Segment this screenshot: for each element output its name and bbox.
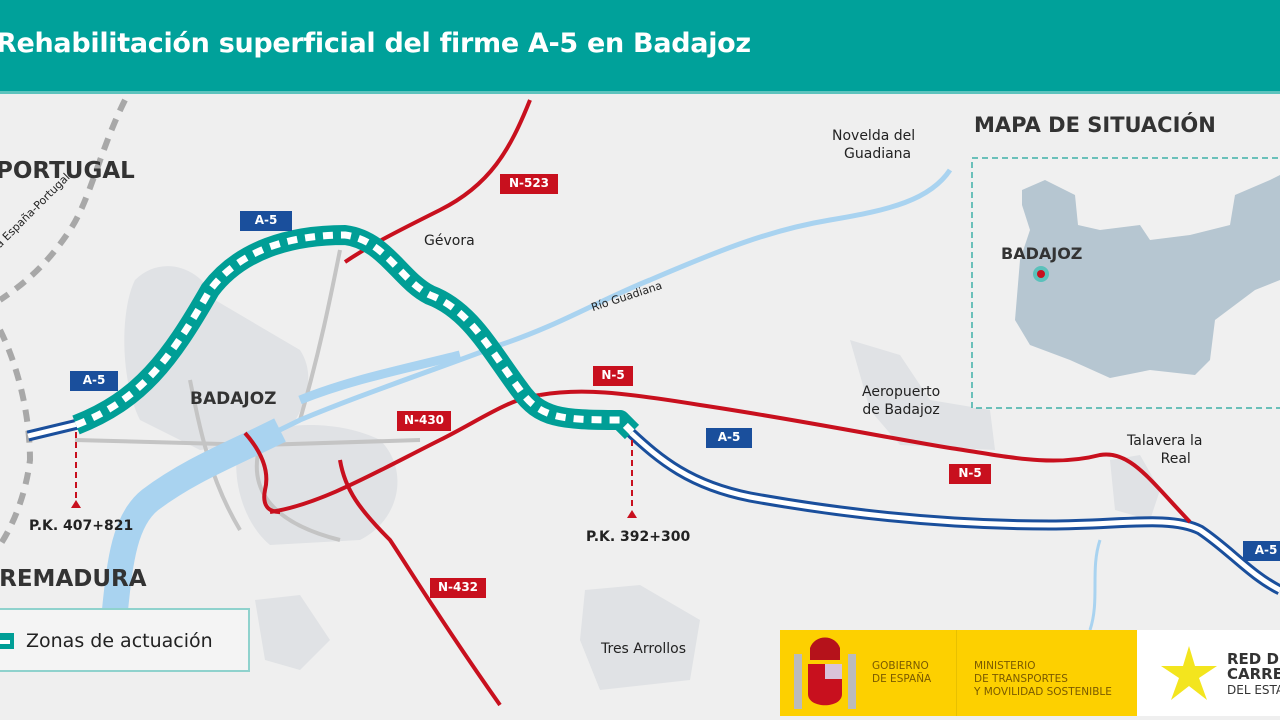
divider	[956, 630, 957, 716]
road-shield-n523: N-523	[500, 174, 558, 194]
urban-areas	[124, 266, 1160, 690]
road-shield-n5: N-5	[593, 366, 633, 386]
zone-swatch-icon	[0, 633, 14, 649]
place-label-aeropuerto: Aeropuerto de Badajoz	[862, 383, 940, 419]
coat-of-arms-icon	[794, 637, 856, 709]
road-shield-a5: A-5	[240, 211, 292, 231]
logo-line: CARRETERAS	[1227, 665, 1280, 683]
inset-marker-label: BADAJOZ	[1001, 244, 1083, 263]
place-label-tres-arrollos: Tres Arrollos	[601, 641, 687, 657]
place-label-talavera: Talavera la Real	[1127, 432, 1202, 468]
page-title: Rehabilitación superficial del firme A-5…	[0, 28, 751, 59]
logo-line: Y MOVILIDAD SOSTENIBLE	[974, 686, 1112, 698]
border-line	[0, 98, 128, 547]
city-label-badajoz: BADAJOZ	[190, 389, 277, 409]
place-label-line: Real	[1160, 451, 1191, 467]
place-label-line: Guadiana	[844, 146, 912, 162]
logo-line: GOBIERNO	[872, 660, 929, 672]
logo-line: DE ESPAÑA	[872, 673, 932, 685]
road-shield-n432: N-432	[430, 578, 486, 598]
pk-start-label: P.K. 407+821	[29, 518, 134, 534]
place-label-line: Novelda del	[832, 128, 916, 144]
road-shield-n430: N-430	[397, 411, 451, 431]
map-canvas	[0, 98, 1280, 707]
pk-end-label: P.K. 392+300	[586, 529, 691, 545]
red-text: RED DECARRETERASDEL ESTADO	[1227, 652, 1280, 698]
inset-title: MAPA DE SITUACIÓN	[974, 113, 1216, 137]
motorway-a5	[26, 418, 1280, 595]
logo-line: DE TRANSPORTES	[974, 673, 1068, 685]
header-bar: Rehabilitación superficial del firme A-5…	[0, 0, 1280, 94]
country-label-portugal: PORTUGAL	[0, 158, 135, 184]
inset-map	[971, 157, 1280, 409]
star-logo-icon	[1161, 646, 1217, 700]
place-label-line: de Badajoz	[862, 402, 940, 418]
road-shield-a5: A-5	[70, 371, 118, 391]
logo-line: DEL ESTADO	[1227, 683, 1280, 697]
road-shield-a5: A-5	[706, 428, 752, 448]
road-shield-n5: N-5	[949, 464, 991, 484]
place-label-line: Talavera la	[1127, 433, 1203, 449]
logo-line: RED DE	[1227, 650, 1280, 668]
place-label-line: Aeropuerto	[862, 384, 941, 400]
place-label-gevora: Gévora	[424, 233, 475, 249]
pk-markers	[71, 432, 637, 518]
region-label-extremadura: EXTREMADURA	[0, 566, 147, 592]
action-zone-path	[72, 225, 640, 440]
legend: Zonas de actuación	[0, 608, 250, 672]
red-carreteras-logo: RED DECARRETERASDEL ESTADO	[1137, 630, 1280, 716]
legend-zone-label: Zonas de actuación	[26, 630, 213, 652]
road-shield-a5: A-5	[1243, 541, 1280, 561]
logo-line: MINISTERIO	[974, 660, 1036, 672]
